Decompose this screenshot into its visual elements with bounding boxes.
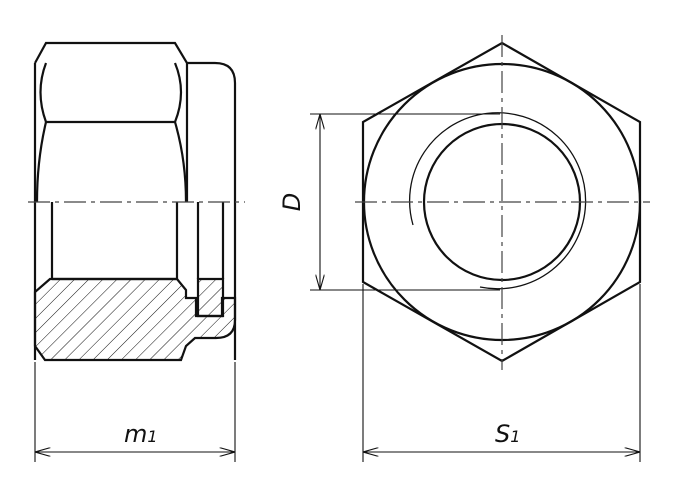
insert-section	[196, 277, 225, 318]
centerlines	[28, 35, 650, 370]
dimension-label-d: D	[278, 193, 306, 211]
s-subscript: 1	[510, 427, 521, 446]
dimension-label-s1: S1	[495, 420, 520, 448]
hex-outline	[34, 41, 189, 202]
bore-lines	[50, 202, 225, 281]
collar-outline	[187, 61, 237, 360]
s-label: S	[495, 420, 511, 448]
hatched-section	[33, 277, 237, 362]
m-label: m	[124, 420, 148, 448]
side-view	[33, 41, 237, 362]
dimension-label-m1: m1	[124, 420, 158, 448]
d-label: D	[278, 192, 307, 212]
dimensions	[34, 113, 641, 462]
m-subscript: 1	[147, 427, 158, 446]
thread-arc	[408, 112, 587, 290]
